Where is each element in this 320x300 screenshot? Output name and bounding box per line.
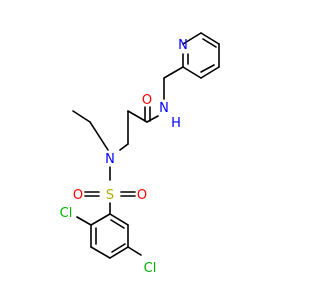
bond — [119, 143, 129, 151]
atom-n-pyridine: N — [178, 38, 188, 53]
bond — [200, 66, 220, 79]
atom-cl-lower: Cl — [144, 261, 157, 276]
atom-n-amide: N — [159, 101, 169, 116]
pyridine-ring — [182, 32, 220, 79]
bond — [182, 66, 202, 79]
bond — [89, 121, 109, 151]
atom-o-sulfonyl-right: O — [137, 188, 147, 203]
bond — [182, 32, 202, 45]
bond — [90, 246, 111, 259]
chemical-structure: N O N H N S O O Cl Cl — [0, 0, 300, 300]
bond-double-inner — [200, 64, 215, 73]
bond — [163, 66, 184, 79]
atom-h-amide: H — [171, 116, 181, 131]
dichlorophenyl-ring — [76, 213, 142, 259]
atom-o-carbonyl: O — [142, 93, 152, 108]
atom-o-sulfonyl-left: O — [73, 188, 83, 203]
bond — [72, 110, 91, 123]
atom-n-sulfonamide: N — [105, 152, 115, 167]
bond-double-inner — [202, 38, 217, 48]
bond — [109, 246, 129, 259]
bond-cl — [127, 246, 142, 256]
bond-double-inner — [110, 219, 125, 229]
bond — [90, 213, 111, 226]
bond — [200, 32, 220, 45]
background — [0, 0, 300, 300]
backbone-chain — [72, 66, 184, 215]
bond-double-inner — [111, 243, 126, 253]
bond — [109, 213, 129, 226]
atom-s-sulfonyl: S — [106, 188, 114, 203]
bond — [127, 110, 148, 123]
bond-cl — [76, 216, 92, 226]
bond — [146, 115, 159, 123]
atom-cl-upper: Cl — [60, 206, 73, 221]
